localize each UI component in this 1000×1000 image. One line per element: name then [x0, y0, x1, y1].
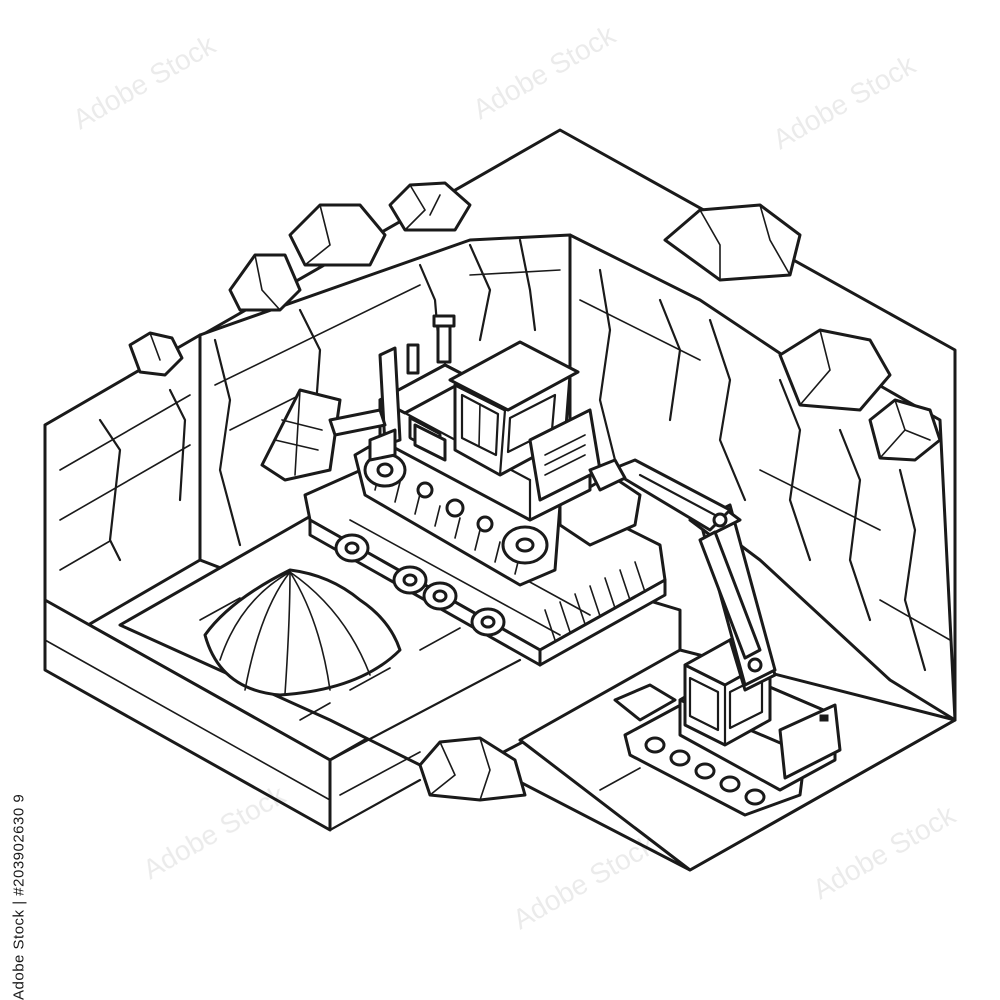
excavator [588, 458, 842, 817]
trailer-wheels [334, 533, 506, 637]
trailer-deck-ribs [544, 561, 646, 641]
svg-text:Adobe Stock: Adobe Stock [138, 778, 292, 885]
front-ledge-lines [328, 658, 522, 832]
sand-pile [203, 568, 402, 697]
stock-image-id: Adobe Stock | #203902630 9 [10, 793, 28, 1000]
svg-text:Adobe Stock: Adobe Stock [808, 798, 962, 905]
svg-text:Adobe Stock: Adobe Stock [508, 828, 662, 935]
boulders-top-rim [128, 181, 472, 377]
svg-text:Adobe Stock: Adobe Stock [68, 28, 222, 135]
bulldozer-blade [260, 388, 387, 482]
excavator-track-rollers [644, 736, 766, 806]
left-outer-wall [43, 333, 332, 832]
svg-text:Adobe Stock: Adobe Stock [468, 18, 622, 125]
svg-text:Adobe Stock: Adobe Stock [768, 48, 922, 155]
bulldozer [260, 314, 642, 587]
boulder-front [418, 736, 527, 802]
boulders-right-rim [663, 203, 942, 462]
